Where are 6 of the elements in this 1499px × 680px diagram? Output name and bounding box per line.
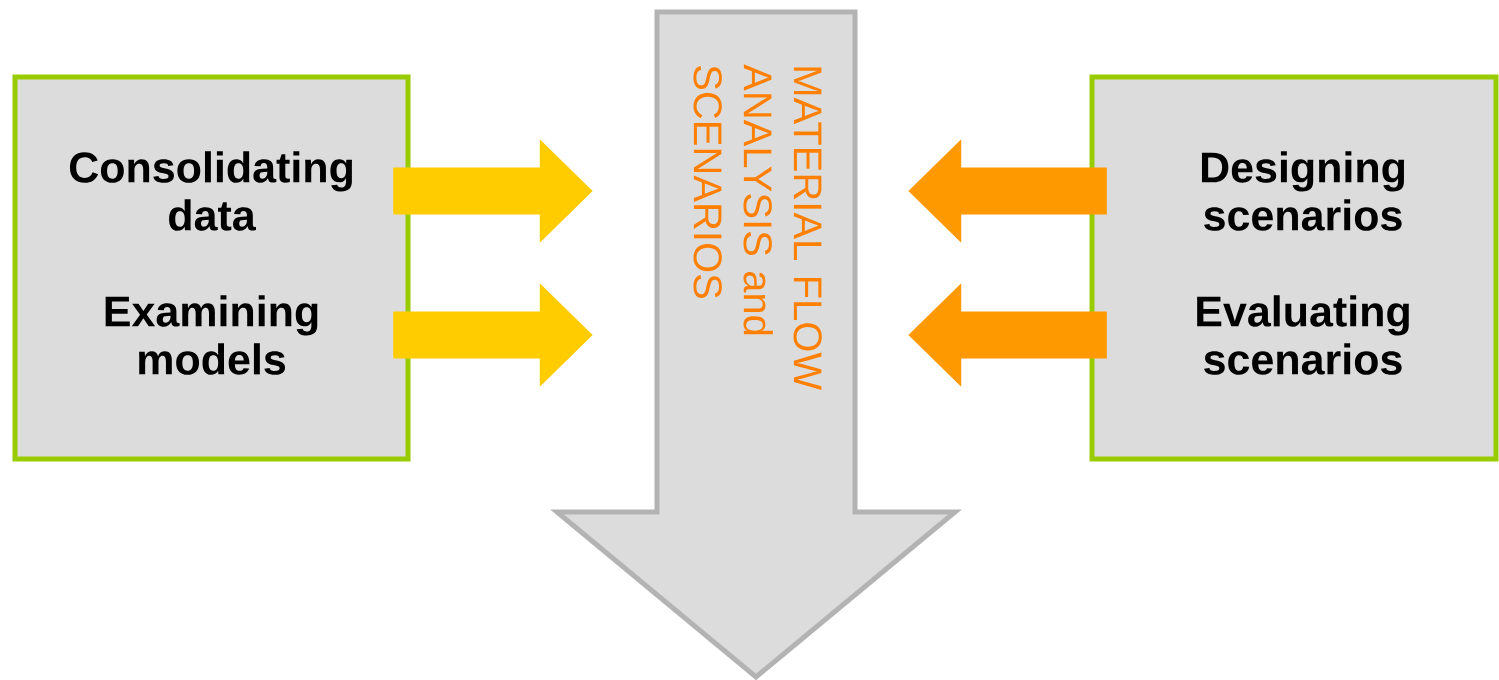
step-label: Examining models — [105, 295, 318, 375]
panel-box — [12, 74, 411, 462]
panel-box — [1089, 74, 1499, 462]
step-label: Consolidating data — [69, 151, 352, 231]
step-label: Evaluating scenarios — [1197, 295, 1409, 375]
step-label: Designing scenarios — [1201, 151, 1405, 231]
